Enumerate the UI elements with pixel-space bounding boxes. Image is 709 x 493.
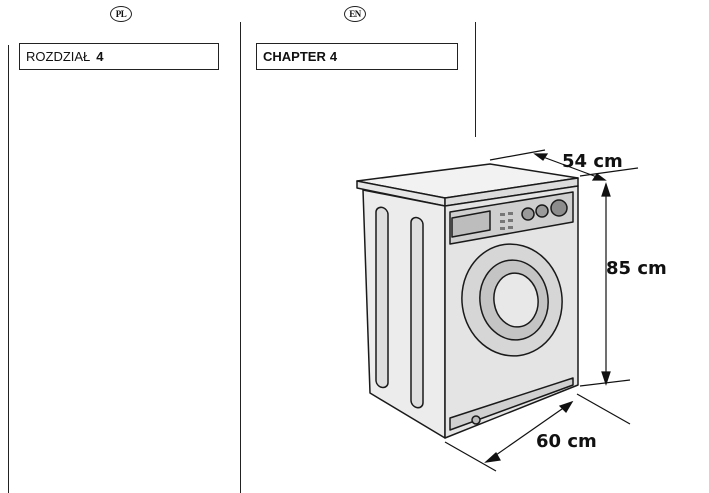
control-knob	[550, 199, 568, 217]
chapter-word-en: CHAPTER	[263, 49, 326, 64]
lang-badge-en: EN	[344, 6, 366, 22]
chapter-heading-pl: ROZDZIAŁ 4	[19, 43, 219, 70]
lang-badge-pl: PL	[110, 6, 132, 22]
control-knob	[521, 207, 535, 221]
control-knob	[535, 204, 549, 218]
height-dimension-label: 85 cm	[606, 258, 667, 279]
depth-dimension-label: 54 cm	[562, 151, 623, 172]
washing-machine-illustration	[356, 149, 639, 472]
side-panel-recess	[410, 216, 424, 409]
side-panel-recess	[375, 206, 389, 389]
kick-plate	[449, 377, 574, 431]
chapter-word-pl: ROZDZIAŁ	[26, 49, 91, 64]
column-divider-line	[240, 22, 241, 493]
width-dimension-label: 60 cm	[536, 431, 597, 452]
chapter-number-en: 4	[329, 49, 338, 64]
column-divider-line-right	[475, 22, 476, 137]
chapter-number-pl: 4	[96, 49, 104, 64]
filter-knob	[471, 415, 481, 425]
left-margin-line	[8, 45, 9, 493]
